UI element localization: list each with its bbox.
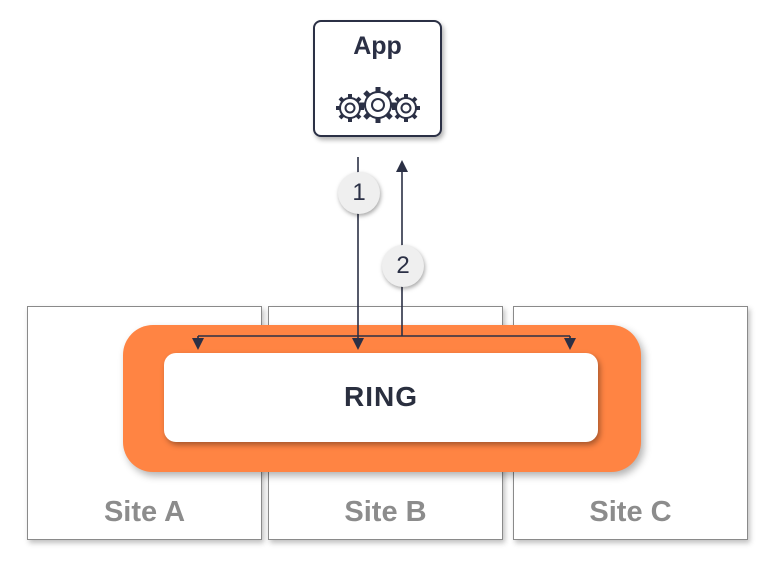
site-c-label: Site C <box>589 496 672 528</box>
site-b-label: Site B <box>344 496 427 528</box>
gear-right-icon <box>390 92 422 124</box>
app-label: App <box>353 32 402 60</box>
gears-icon <box>334 87 422 124</box>
gear-center-icon <box>360 87 396 123</box>
arrowhead-up <box>396 160 408 172</box>
ring-box: RING <box>164 353 598 442</box>
step-1-badge: 1 <box>338 172 380 214</box>
gear-left-icon <box>334 92 366 124</box>
step-2-badge: 2 <box>382 245 424 287</box>
ring-label: RING <box>344 381 418 412</box>
site-a-label: Site A <box>103 496 186 528</box>
app-box: App <box>313 20 442 137</box>
